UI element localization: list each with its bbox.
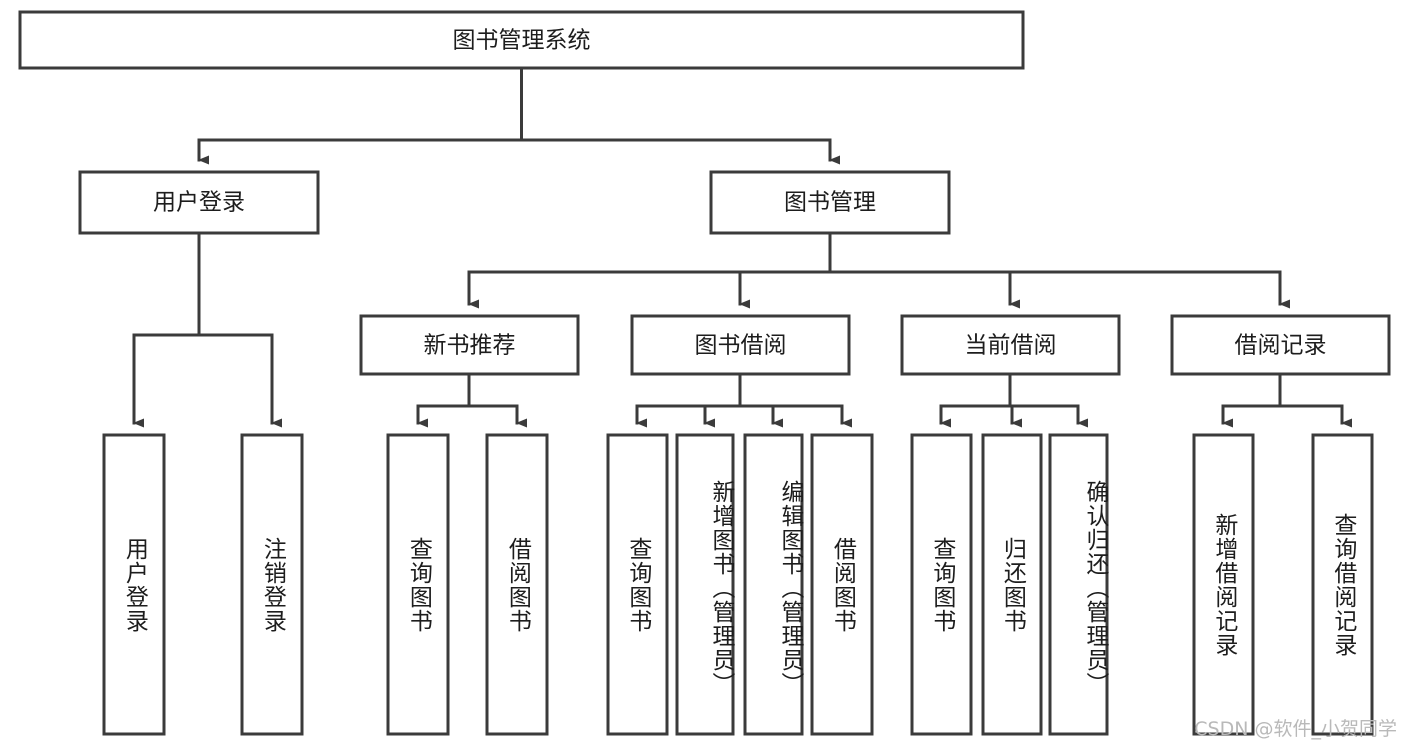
node-book-borrow-label: 图书借阅 — [695, 333, 787, 359]
node-book-management-label: 图书管理 — [784, 190, 876, 216]
node-user-login-label: 用户登录 — [153, 190, 245, 216]
node-borrow-record[interactable]: 借阅记录 — [1170, 314, 1391, 376]
node-new-book-recommend[interactable]: 新书推荐 — [359, 314, 580, 376]
node-new-book-recommend-label: 新书推荐 — [424, 333, 516, 359]
node-borrow-record-label: 借阅记录 — [1235, 333, 1327, 359]
node-leaf-add-borrow-record[interactable] — [1192, 433, 1255, 736]
node-leaf-user-login[interactable] — [102, 433, 166, 736]
node-leaf-query-book-current[interactable] — [910, 433, 973, 736]
node-leaf-query-book-recommend[interactable] — [386, 433, 450, 736]
node-leaf-borrow-book[interactable] — [810, 433, 874, 736]
node-leaf-return-book[interactable] — [981, 433, 1043, 736]
node-leaf-user-logout[interactable] — [240, 433, 304, 736]
node-leaf-query-book-borrow[interactable] — [606, 433, 669, 736]
node-leaf-query-borrow-record[interactable] — [1311, 433, 1374, 736]
nodes-layer: 图书管理系统 用户登录 图书管理 新书推荐 图书借阅 当前 — [18, 10, 1391, 736]
node-root-label: 图书管理系统 — [453, 28, 591, 54]
node-user-login[interactable]: 用户登录 — [78, 170, 320, 235]
node-current-borrow-label: 当前借阅 — [965, 333, 1057, 359]
node-current-borrow[interactable]: 当前借阅 — [900, 314, 1121, 376]
node-leaf-confirm-return-admin[interactable] — [1048, 433, 1109, 736]
node-leaf-borrow-book-recommend[interactable] — [485, 433, 549, 736]
node-book-borrow[interactable]: 图书借阅 — [630, 314, 851, 376]
node-leaf-edit-book-admin[interactable] — [743, 433, 804, 736]
edges-layer — [132, 66, 1352, 428]
node-book-management[interactable]: 图书管理 — [709, 170, 951, 235]
node-root[interactable]: 图书管理系统 — [18, 10, 1025, 70]
node-leaf-add-book-admin[interactable] — [675, 433, 735, 736]
